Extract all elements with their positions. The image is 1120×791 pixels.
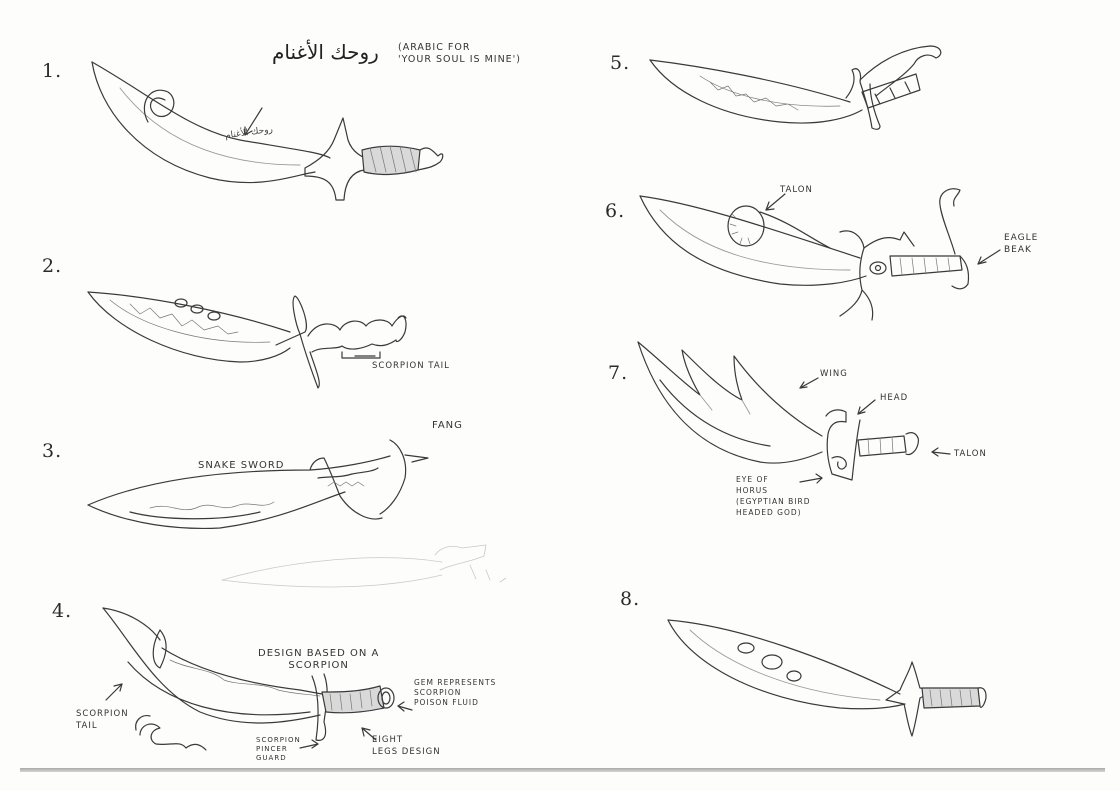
sketch-number-7: 7.	[608, 362, 629, 384]
pincer-guard-note: SCORPION PINCER GUARD	[256, 736, 301, 762]
arabic-title: روحك الأغنام	[272, 40, 379, 64]
arabic-translation-note: (ARABIC FOR 'YOUR SOUL IS MINE')	[398, 42, 521, 65]
sword-2-sketch	[87, 291, 407, 389]
fang-note: FANG	[432, 420, 463, 431]
talon-note-7: TALON	[954, 449, 987, 459]
sketch-number-5: 5.	[610, 52, 631, 74]
sketch-number-8: 8.	[620, 588, 641, 610]
sketch-number-3: 3.	[42, 440, 63, 462]
sketch-number-4: 4.	[52, 600, 73, 622]
faint-sword-sketch	[221, 544, 507, 588]
sword-5-sketch	[649, 45, 942, 130]
scorpion-tail-note: SCORPION TAIL	[372, 361, 450, 371]
wing-note: WING	[820, 369, 848, 379]
sketch-number-1: 1.	[42, 60, 63, 82]
sword-7-sketch	[637, 341, 951, 484]
sword-3-sketch	[87, 439, 429, 529]
gem-note: GEM REPRESENTS SCORPION POISON FLUID	[414, 678, 497, 707]
sword-4-sketch	[102, 607, 413, 751]
head-note: HEAD	[880, 393, 909, 403]
sword-1-sketch	[91, 61, 444, 201]
eagle-beak-note: EAGLE BEAK	[1004, 233, 1039, 255]
sketch-number-6: 6.	[605, 200, 626, 222]
scorpion-design-note: DESIGN BASED ON A SCORPION	[258, 648, 380, 671]
sword-8-sketch	[667, 619, 987, 737]
eight-legs-note: EIGHT LEGS DESIGN	[372, 735, 441, 757]
page-bottom-edge	[20, 768, 1105, 772]
eye-of-horus-note: EYE OF HORUS (EGYPTIAN BIRD HEADED GOD)	[736, 475, 811, 517]
sketch-number-2: 2.	[42, 255, 63, 277]
talon-note-6: TALON	[780, 185, 813, 195]
sword-6-sketch	[639, 188, 1001, 321]
scorpion-tail-note-4: SCORPION TAIL	[76, 709, 129, 731]
snake-sword-title: SNAKE SWORD	[198, 460, 285, 471]
